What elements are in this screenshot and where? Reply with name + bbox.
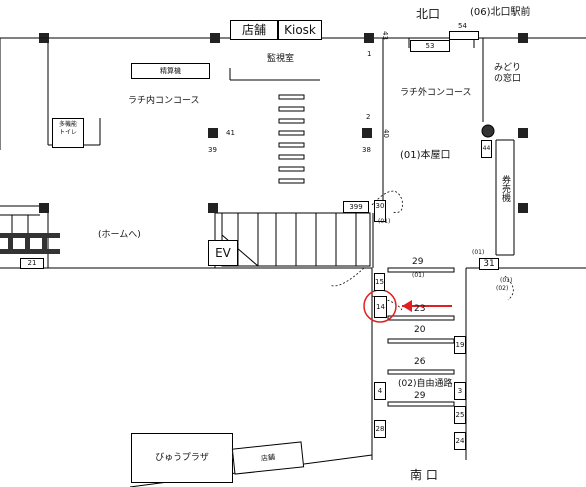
num-28: 28	[374, 420, 386, 438]
num-25: 25	[454, 406, 466, 424]
fare-adjust-machine: 精算機	[131, 63, 210, 79]
kiosk-label: Kiosk	[278, 20, 322, 40]
num-31: 31	[479, 258, 499, 270]
num-399: 399	[343, 201, 369, 213]
num-43: 43	[380, 31, 389, 40]
monitor-room-label: 監視室	[267, 54, 295, 64]
num-01b: (01)	[412, 272, 425, 279]
num-21: 21	[20, 258, 44, 269]
num-20: 20	[414, 325, 426, 335]
num-38: 38	[362, 146, 371, 154]
view-plaza: びゅうプラザ	[131, 433, 233, 483]
main-gate-label: (01)本屋口	[400, 150, 451, 161]
to-platform-label: (ホームへ)	[98, 230, 141, 240]
north-exit-label: 北口	[416, 7, 441, 21]
num-01a: (01)	[472, 249, 485, 256]
num-30: 30	[374, 200, 386, 222]
num-1: 1	[367, 50, 372, 58]
num-15: 15	[374, 273, 385, 291]
outside-concourse-label: ラチ外コンコース	[400, 88, 472, 98]
num-14: 14	[374, 296, 387, 318]
num-2: 2	[366, 113, 371, 121]
num-01c: (01)	[378, 218, 391, 225]
num-40: 40	[381, 129, 390, 138]
multi-toilet: 多機能 トイレ	[52, 118, 84, 148]
south-exit-label: 南 口	[410, 468, 438, 482]
num-3: 3	[454, 382, 466, 400]
store-top: 店舗	[230, 20, 278, 40]
free-passage-label: (02)自由通路	[398, 379, 453, 389]
ticket-machine-label: 券売機	[500, 175, 510, 202]
elevator: EV	[208, 240, 238, 266]
num-53: 53	[410, 40, 450, 52]
num-44: 44	[481, 140, 492, 158]
box-54	[449, 31, 479, 40]
num-4: 4	[374, 382, 386, 400]
num-39: 39	[208, 146, 217, 154]
num-19: 19	[454, 336, 466, 354]
north-exit-station-label: (06)北口駅前	[470, 7, 531, 18]
num-26: 26	[414, 357, 426, 367]
midori-window-label: みどり の窓口	[494, 63, 522, 84]
num-54: 54	[458, 22, 467, 30]
num-01d: (01)	[500, 277, 513, 284]
num-29b: 29	[414, 391, 426, 401]
num-24: 24	[454, 432, 466, 450]
num-23: 23	[414, 304, 426, 314]
inside-concourse-label: ラチ内コンコース	[128, 96, 200, 106]
num-29a: 29	[412, 257, 424, 267]
num-02a: (02)	[496, 285, 509, 292]
num-41: 41	[226, 129, 235, 137]
